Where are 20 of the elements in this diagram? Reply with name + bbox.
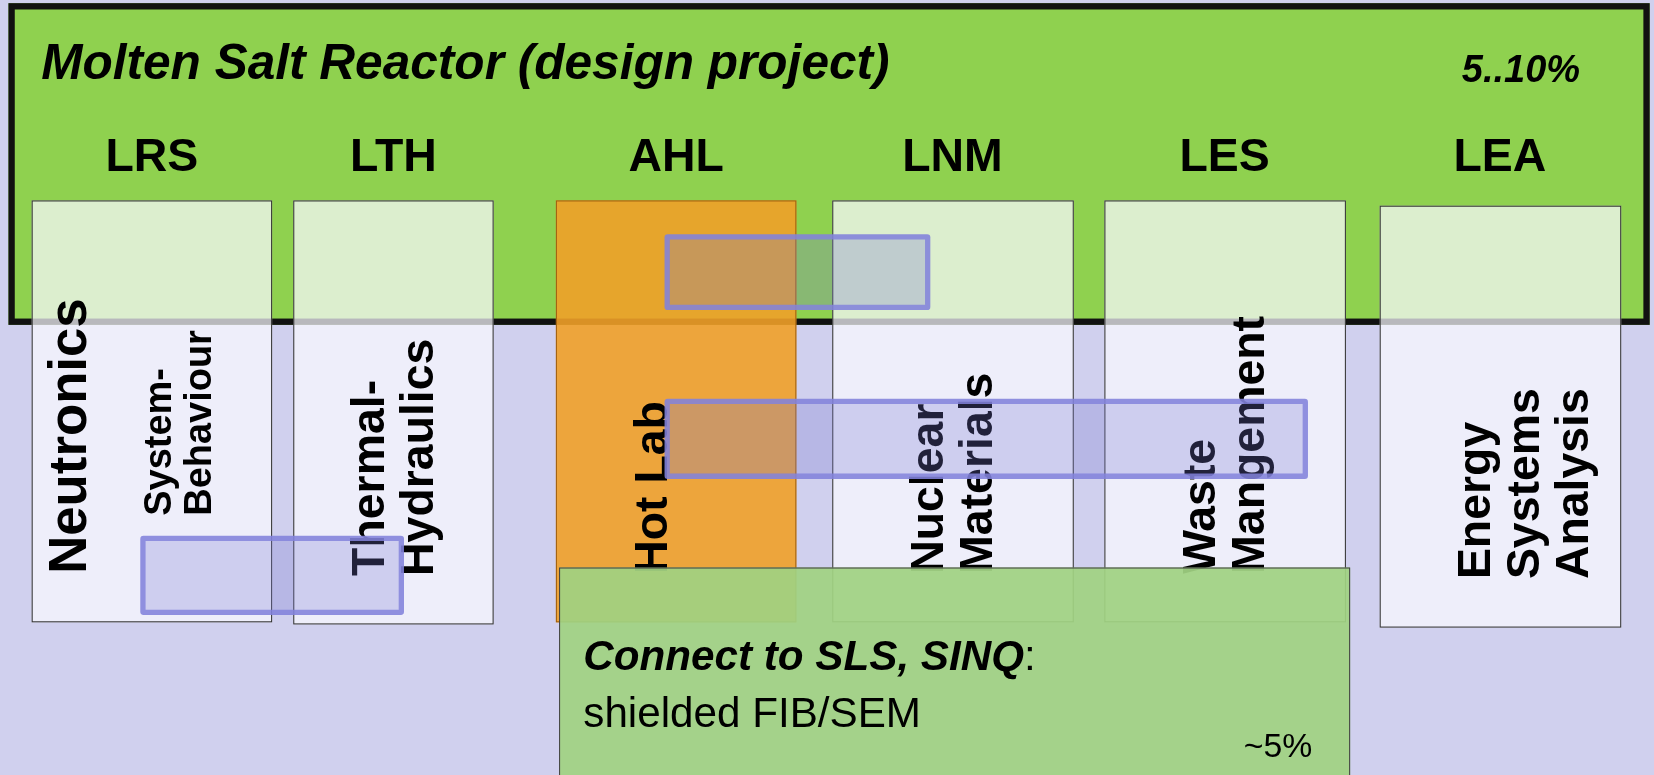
- share-percentage: ~5%: [1243, 726, 1313, 766]
- column-label: Neutronics: [41, 297, 97, 574]
- unit-heading: AHL: [627, 128, 725, 182]
- column-label: Energy Systems Analysis: [1450, 387, 1597, 580]
- column-label: System- Behaviour: [138, 329, 218, 516]
- column-label: Nuclear Materials: [903, 371, 1001, 574]
- unit-heading: LES: [1178, 128, 1271, 182]
- unit-heading: LRS: [104, 128, 200, 182]
- section-column: [1379, 205, 1622, 628]
- column-label: Waste Mangement: [1175, 314, 1273, 574]
- unit-heading: LEA: [1452, 128, 1548, 182]
- column-label: Thermal- Hydraulics: [343, 337, 441, 576]
- unit-heading: LTH: [349, 128, 438, 182]
- note-text: Connect to SLS, SINQ: shielded FIB/SEM: [583, 630, 1037, 738]
- column-label: Hot Lab: [626, 400, 675, 574]
- share-percentage: 5..10%: [1461, 47, 1581, 92]
- section-column: [31, 200, 273, 623]
- unit-heading: LNM: [901, 128, 1004, 182]
- section-column: [293, 200, 494, 625]
- project-title: Molten Salt Reactor (design project): [41, 32, 890, 91]
